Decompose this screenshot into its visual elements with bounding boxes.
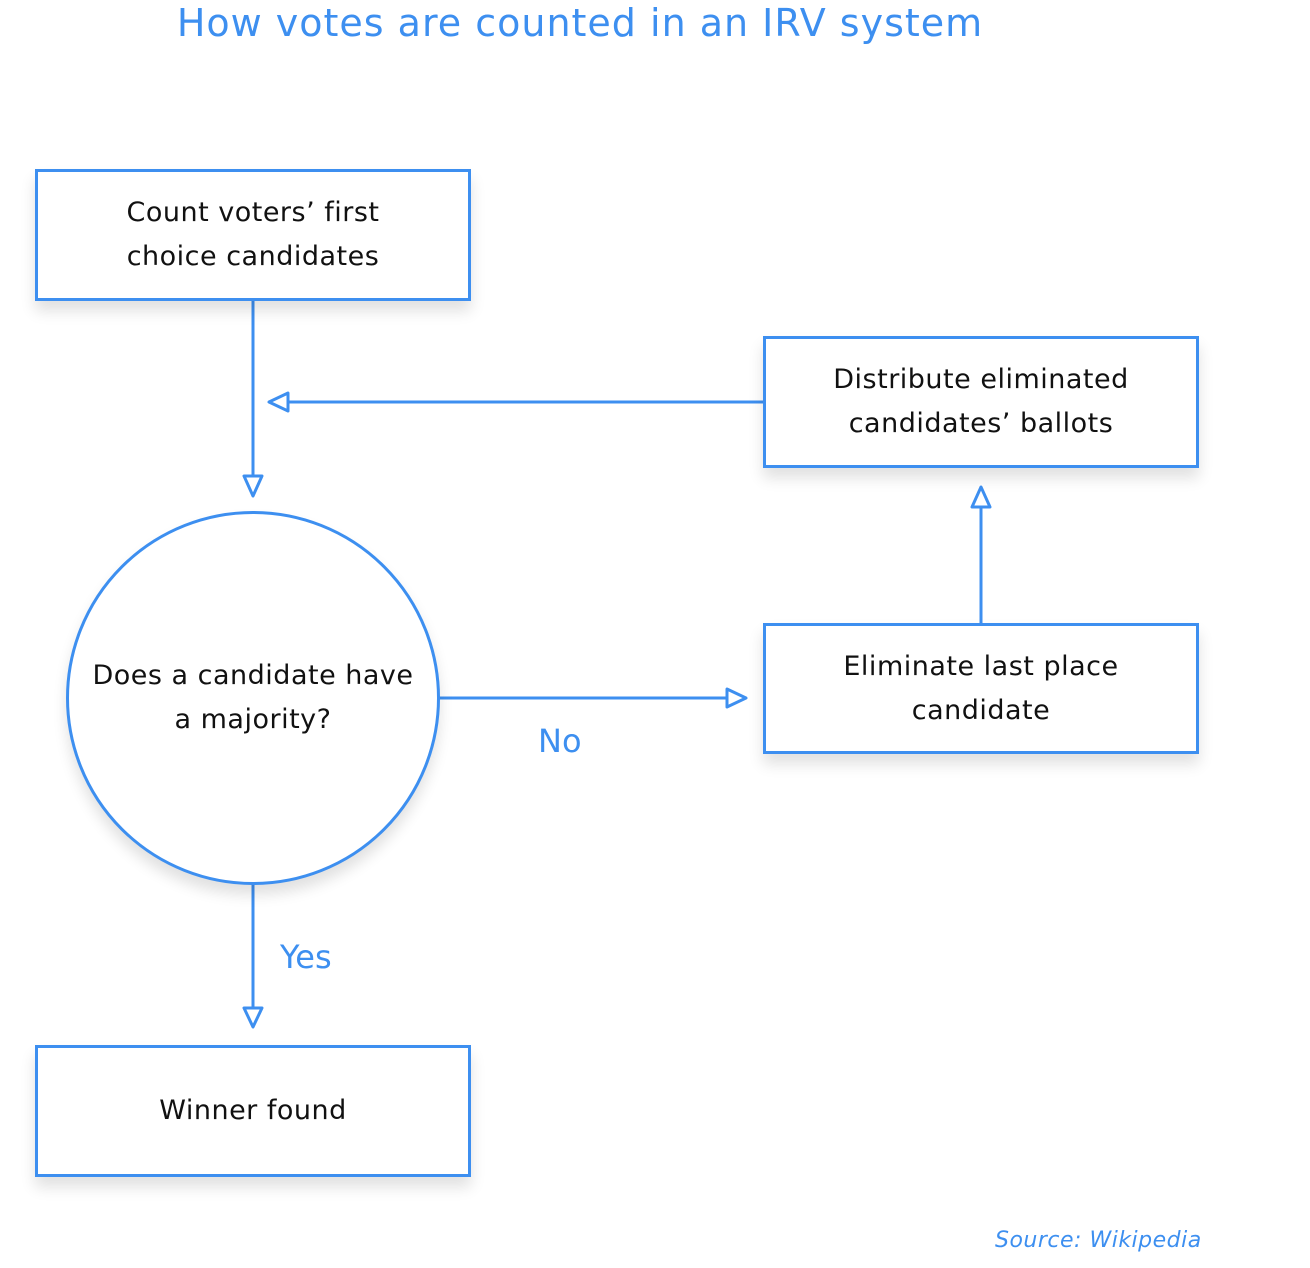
diagram-title: How votes are counted in an IRV system bbox=[176, 1, 984, 45]
arrowhead-right-eliminate bbox=[725, 687, 748, 709]
arrowhead-up-distribute bbox=[970, 485, 992, 509]
node-count-first-choice: Count voters’ first choice candidates bbox=[35, 169, 471, 301]
node-majority-decision: Does a candidate have a majority? bbox=[66, 511, 440, 885]
arrowhead-left-distribute bbox=[267, 391, 290, 413]
arrowhead-down-majority bbox=[242, 474, 264, 498]
arrowhead-down-winner bbox=[242, 1006, 264, 1029]
edge-label-no: No bbox=[538, 722, 582, 760]
node-winner-found: Winner found bbox=[35, 1045, 471, 1177]
node-winner-found-label: Winner found bbox=[159, 1095, 347, 1126]
node-majority-decision-label: Does a candidate have a majority? bbox=[92, 660, 414, 735]
node-distribute-ballots: Distribute eliminated candidates’ ballot… bbox=[763, 336, 1199, 468]
edge-label-yes: Yes bbox=[280, 938, 332, 976]
source-credit: Source: Wikipedia bbox=[995, 1228, 1202, 1253]
node-count-first-choice-label: Count voters’ first choice candidates bbox=[126, 197, 380, 272]
node-eliminate-last: Eliminate last place candidate bbox=[763, 623, 1199, 754]
node-distribute-ballots-label: Distribute eliminated candidates’ ballot… bbox=[833, 364, 1129, 439]
node-eliminate-last-label: Eliminate last place candidate bbox=[843, 650, 1119, 726]
